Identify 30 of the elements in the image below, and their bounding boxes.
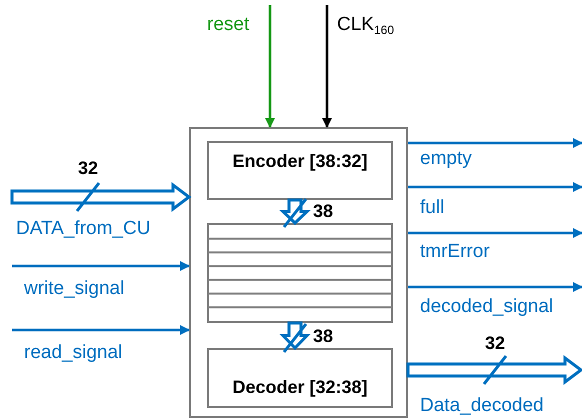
block-title: Encoder [38:32] [232,150,368,173]
bus-arrow [406,355,582,385]
signal-arrow [12,325,190,335]
signal-name: full [420,197,444,219]
block-box [207,348,393,408]
memory-array [207,223,393,323]
signal-name: read_signal [24,342,122,364]
signal-name: empty [420,148,472,170]
signal-name: decoded_signal [420,296,554,318]
module-frame [189,127,408,418]
bus-width: 38 [313,201,334,222]
signal-arrow [322,5,332,128]
signal-arrow [408,182,582,192]
block-box [207,141,393,200]
signal-name: reset [207,14,250,36]
signal-arrow [408,138,582,148]
signal-name: CLK$_{160}$ [337,14,394,37]
signal-name: DATA_from_CU [16,218,150,240]
bus-arrow [10,182,192,212]
signal-name: write_signal [24,278,124,300]
signal-name: tmrError [420,241,490,263]
bus-width: 32 [485,333,506,354]
bus-width: 38 [313,326,334,347]
signal-arrow [408,282,582,292]
signal-arrow [408,228,582,238]
signal-name: Data_decoded [420,395,544,417]
block-title: Decoder [32:38] [232,376,368,399]
bus-width: 32 [78,158,98,179]
signal-arrow [12,261,190,271]
signal-arrow [265,5,275,128]
